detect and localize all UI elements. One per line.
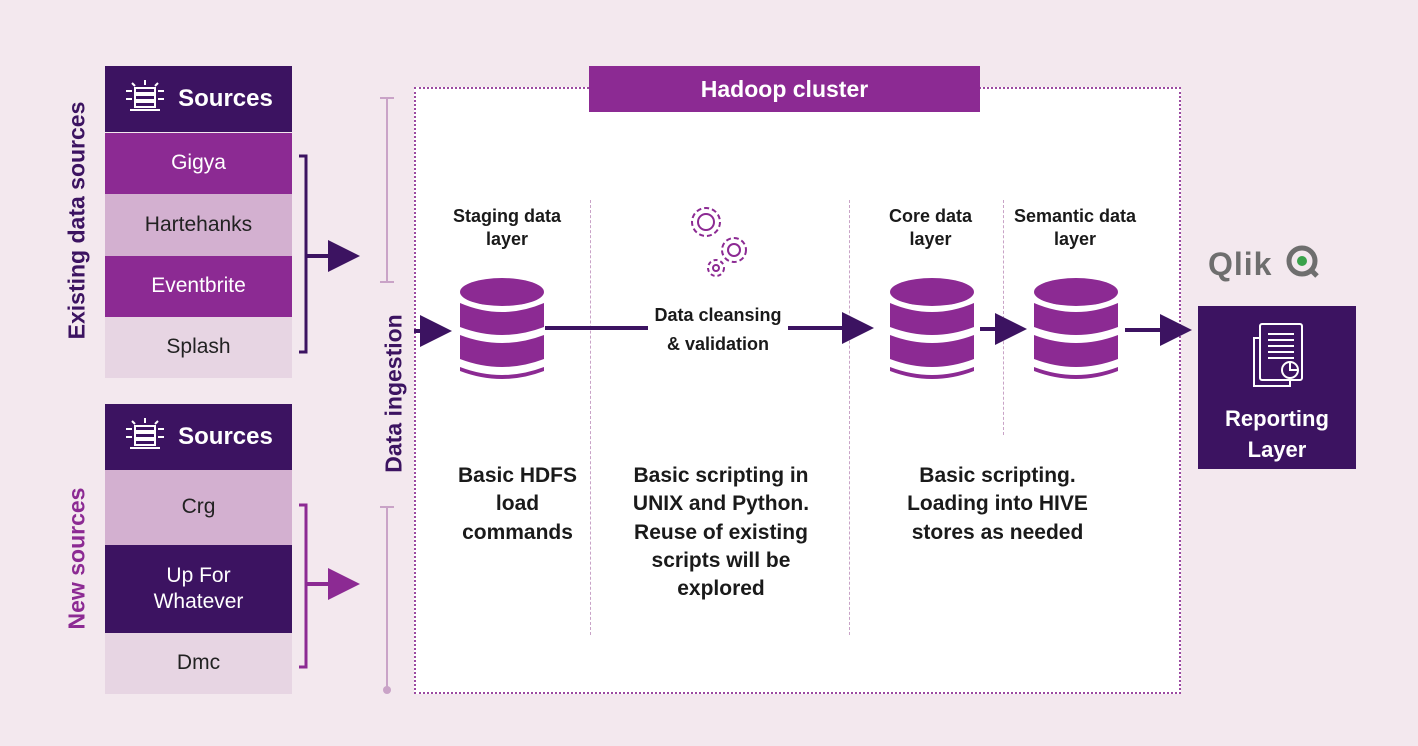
server-broadcast-icon (124, 78, 166, 121)
staging-database-icon (460, 278, 544, 379)
existing-sources-header-label: Sources (178, 85, 273, 112)
server-broadcast-icon (124, 416, 166, 459)
source-item-up-for-whatever: Up For Whatever (105, 545, 292, 633)
hadoop-cluster-panel (414, 87, 1181, 694)
cleansing-description: Basic scripting in UNIX and Python. Reus… (632, 464, 810, 601)
new-sources-bracket (299, 503, 308, 669)
qlik-brand-text: Qlik (1208, 246, 1273, 282)
new-sources-header: Sources (105, 404, 292, 470)
separator-cleansing-core (849, 200, 850, 635)
source-item-hartehanks: Hartehanks (105, 194, 292, 256)
gears-icon (691, 207, 747, 277)
qlik-q-icon (1286, 245, 1320, 278)
data-ingestion-label: Data ingestion (380, 302, 408, 485)
new-sources-header-label: Sources (178, 423, 273, 450)
source-item-splash: Splash (105, 317, 292, 378)
separator-staging-cleansing (590, 200, 591, 635)
reporting-layer-label: Reporting Layer (1225, 406, 1329, 462)
staging-description: Basic HDFS load commands (457, 464, 578, 544)
source-item-crg: Crg (105, 470, 292, 545)
report-document-icon (1253, 323, 1303, 387)
core-layer-label: Core data layer (888, 206, 973, 250)
cleansing-label: Data cleansing & validation (648, 301, 788, 359)
semantic-database-icon (1034, 278, 1118, 379)
qlik-logo: Qlik (1208, 245, 1322, 283)
source-item-dmc: Dmc (105, 633, 292, 694)
existing-sources-header: Sources (105, 66, 292, 132)
core-semantic-description: Basic scripting. Loading into HIVE store… (907, 464, 1088, 544)
source-item-gigya: Gigya (105, 133, 292, 194)
core-database-icon (890, 278, 974, 379)
staging-layer-label: Staging data layer (452, 206, 561, 250)
hadoop-cluster-title: Hadoop cluster (589, 66, 980, 112)
semantic-layer-label: Semantic data layer (1013, 206, 1137, 250)
reporting-layer-box: Reporting Layer (1198, 306, 1356, 469)
source-item-eventbrite: Eventbrite (105, 256, 292, 317)
existing-sources-bracket (299, 154, 308, 354)
